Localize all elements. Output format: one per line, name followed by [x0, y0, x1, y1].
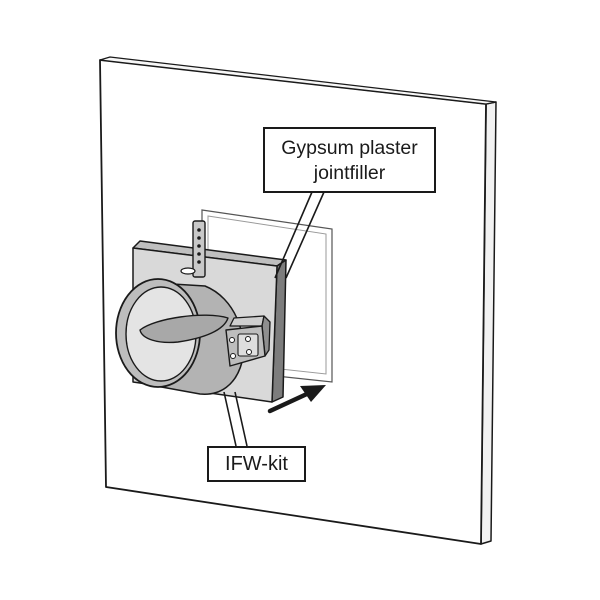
fire-damper — [115, 278, 245, 395]
actuator-panel — [237, 333, 259, 357]
actuator — [225, 315, 271, 367]
callout-leaders — [223, 191, 325, 447]
actuator-top — [229, 315, 265, 327]
gypsum-callout-line2: jointfiller — [313, 162, 386, 184]
direction-arrow — [267, 385, 326, 414]
arrow-shaft — [267, 390, 312, 414]
strap-hole — [197, 236, 201, 240]
strap-slot — [180, 267, 196, 275]
strap-hole — [197, 252, 201, 256]
actuator-screw-icon — [229, 337, 235, 343]
strap-bar — [192, 220, 206, 278]
wall-top-edge — [99, 56, 497, 105]
gypsum-plaster-callout: Gypsum plaster jointfiller — [263, 127, 436, 193]
gypsum-leader — [274, 191, 325, 279]
gypsum-callout-line1: Gypsum plaster — [281, 137, 418, 159]
strap-hole — [197, 260, 201, 264]
damper-blade — [139, 314, 229, 344]
arrow-head-icon — [300, 385, 326, 402]
mounting-strap — [180, 220, 206, 278]
actuator-screw-icon — [230, 353, 236, 359]
strap-hole — [197, 228, 201, 232]
actuator-screw-icon — [245, 336, 251, 342]
actuator-screw-icon — [246, 349, 252, 355]
ifw-kit-callout: IFW-kit — [207, 446, 306, 482]
strap-hole — [197, 244, 201, 248]
ifw-kit-leader — [223, 391, 248, 447]
